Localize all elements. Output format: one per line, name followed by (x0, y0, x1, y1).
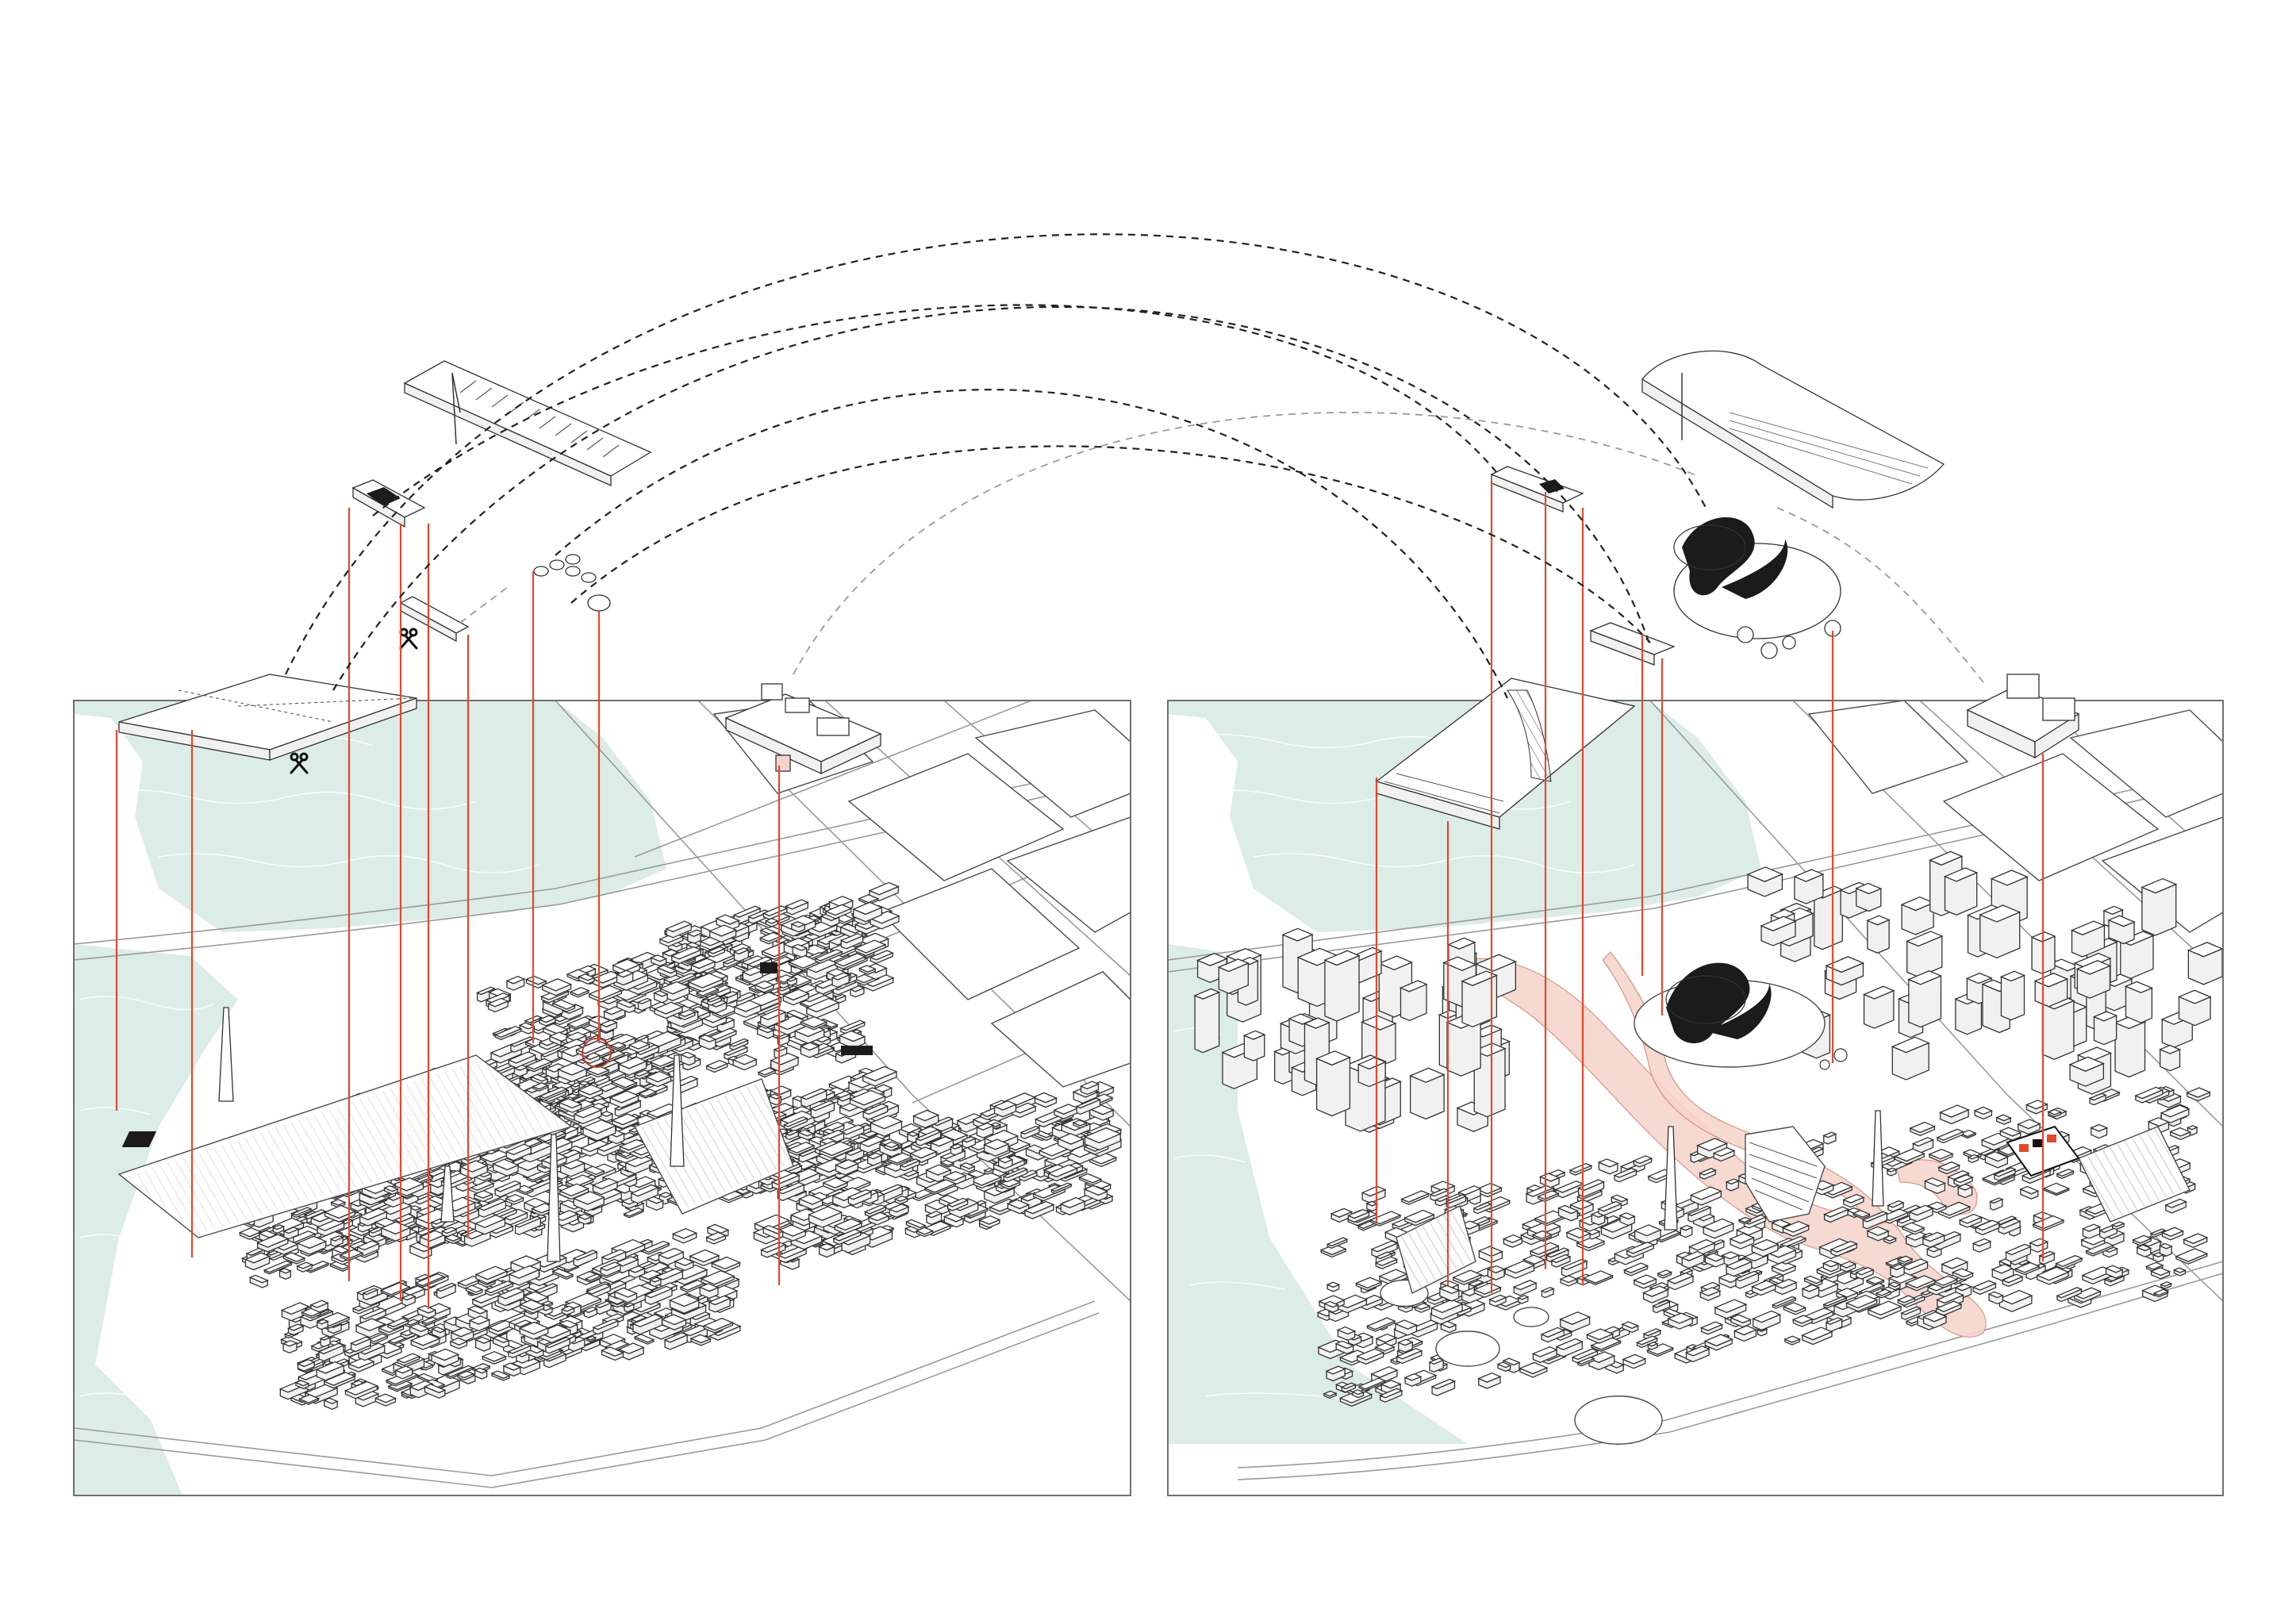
long-factory-hall (633, 1078, 794, 1215)
exploded-factory-hall (403, 360, 652, 487)
exploded-storage-tanks (533, 554, 611, 612)
river-water (74, 701, 666, 932)
exploded-small-building (351, 479, 426, 528)
projection-lines (115, 482, 2045, 1309)
transfer-arc (332, 305, 1652, 691)
exploded-tower-grid (1375, 678, 1636, 830)
spiral-tower (1745, 1126, 1826, 1223)
transfer-arc-light (793, 412, 1699, 675)
river-water-lower (74, 944, 238, 1495)
transfer-arc-light (1776, 507, 1984, 683)
empty-urban-blocks (1807, 701, 2223, 933)
swirl-pavilion-ground (1634, 962, 1848, 1070)
exploded-building-cluster-left (724, 683, 882, 775)
river-water-lower (1168, 944, 1468, 1444)
scissors-icon (399, 628, 418, 650)
transfer-arcs (285, 233, 1984, 699)
water-ripples (1173, 734, 1635, 1401)
transfer-arc (372, 304, 1500, 516)
transfer-arc (555, 389, 1508, 699)
exploded-shell-roof (1641, 350, 1945, 509)
warehouse-shed-left (117, 1054, 573, 1238)
panel-proposed-site (1168, 701, 2223, 1480)
transfer-arc-light (459, 586, 509, 624)
exploded-u-building (1589, 622, 1676, 666)
proposed-urban-fabric (1193, 850, 2223, 1445)
dark-details-left (121, 962, 873, 1147)
exploded-building-cluster-right (1966, 674, 2080, 759)
hatched-roof-field (1396, 1126, 2190, 1295)
exploded-small-building-right (1490, 466, 1584, 513)
panel-frame-left (73, 700, 1131, 1496)
panel-frame-right (1167, 700, 2224, 1496)
transfer-arc (285, 233, 1707, 675)
panel-existing-site (74, 701, 1131, 1495)
exploded-swirl-pavilion (1673, 517, 1841, 659)
scissors-icon (290, 752, 309, 774)
exploded-large-slab (118, 674, 417, 761)
chimneys-left (218, 1007, 685, 1262)
transfer-arc (570, 445, 1651, 643)
chimneys-right (1664, 1110, 1884, 1230)
